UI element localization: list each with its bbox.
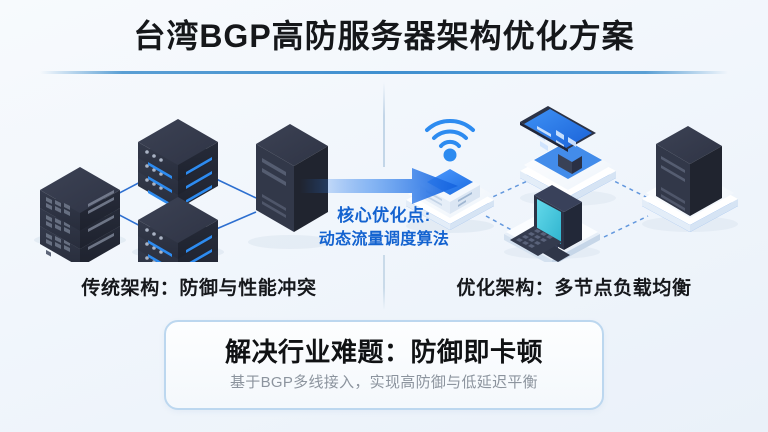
tower-server bbox=[256, 124, 328, 232]
network-switch-stack bbox=[40, 167, 120, 262]
tower-server-node bbox=[642, 126, 738, 232]
center-divider-upper bbox=[383, 82, 385, 167]
optimized-architecture-caption: 优化架构：多节点负载均衡 bbox=[456, 278, 692, 299]
wifi-signal-icon bbox=[425, 119, 475, 148]
callout-line-1: 核心优化点: bbox=[337, 206, 431, 225]
connector-lines-dashed bbox=[485, 177, 649, 240]
center-divider-lower bbox=[383, 255, 385, 310]
legacy-architecture-caption: 传统架构：防御与性能冲突 bbox=[81, 278, 317, 299]
core-optimization-callout: 核心优化点: 动态流量调度算法 bbox=[284, 204, 484, 251]
monitor-dashboard-node bbox=[520, 106, 616, 206]
rack-server-stack-top bbox=[138, 119, 218, 209]
page-title: 台湾BGP高防服务器架构优化方案 bbox=[133, 18, 635, 54]
banner-subtext: 基于BGP多线接入，实现高防御与低延迟平衡 bbox=[230, 374, 538, 391]
banner-headline: 解决行业难题：防御即卡顿 bbox=[224, 337, 543, 367]
title-divider-rule bbox=[40, 71, 728, 74]
optimized-architecture-diagram bbox=[400, 82, 752, 262]
rack-server-stack-bottom bbox=[138, 197, 218, 262]
right-arrow-icon bbox=[300, 167, 460, 205]
legacy-architecture-diagram bbox=[18, 82, 368, 262]
wifi-dot-icon bbox=[443, 148, 457, 162]
summary-banner: 解决行业难题：防御即卡顿 基于BGP多线接入，实现高防御与低延迟平衡 bbox=[164, 320, 604, 410]
desktop-computer-node bbox=[504, 185, 600, 262]
callout-line-2: 动态流量调度算法 bbox=[318, 231, 450, 248]
